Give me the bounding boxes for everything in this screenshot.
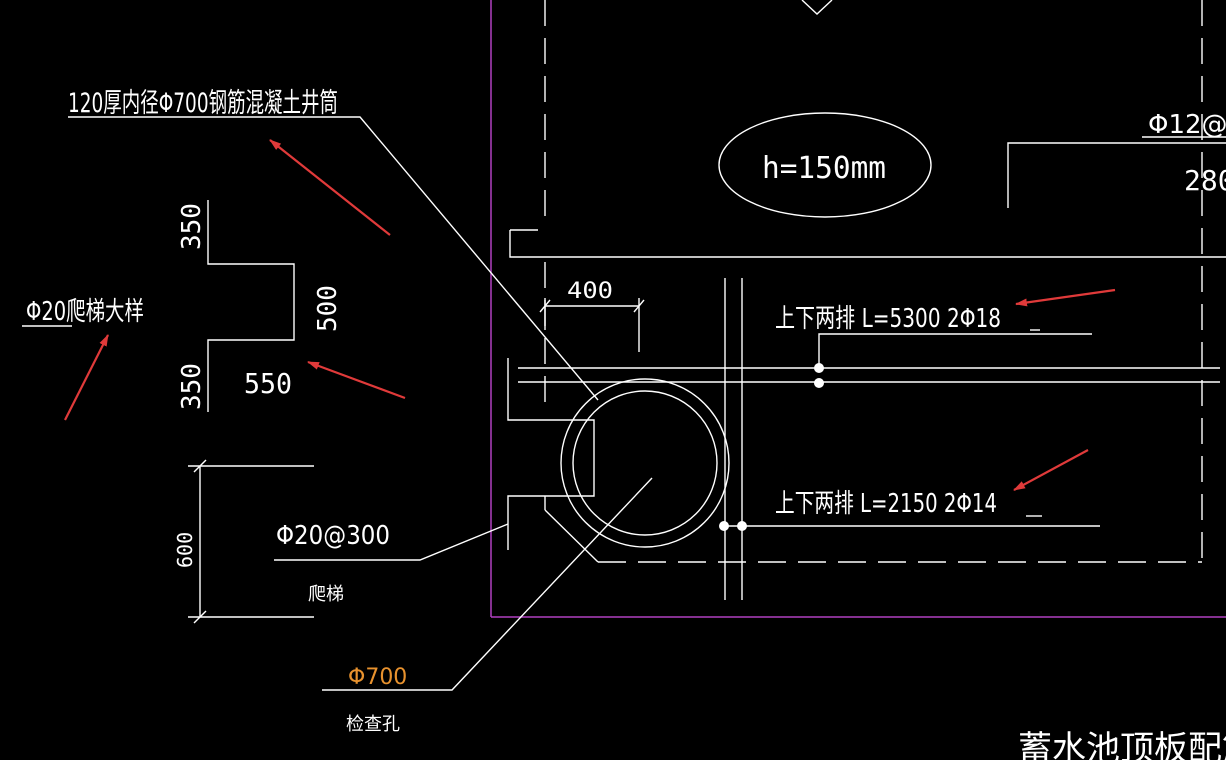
dim-400: 400 <box>567 279 613 304</box>
drawing-title: 蓄水池顶板配筋 <box>1018 729 1226 760</box>
thickness-label: h=150mm <box>762 151 886 186</box>
ladder-name: 爬梯 <box>308 584 344 605</box>
dim-350-bottom: 350 <box>177 363 207 410</box>
slab-frame <box>490 0 1226 618</box>
rebar-right-label: Φ12@1 <box>1148 110 1226 140</box>
hole-dia: Φ700 <box>348 665 407 690</box>
red-arrows <box>64 139 1116 491</box>
dim-550: 550 <box>244 367 292 400</box>
rebar-bottom-label: 上下两排 L=2150 2Φ14 <box>775 489 997 519</box>
rebar-dots <box>719 363 824 531</box>
rebar-top-label: 上下两排 L=5300 2Φ18 <box>775 304 1001 334</box>
thickness-ellipse <box>718 112 932 218</box>
hole-name: 检查孔 <box>346 714 400 735</box>
right-number: 280 <box>1184 164 1226 197</box>
ladder-title: Φ20爬梯大样 <box>26 297 144 327</box>
slab-lines <box>22 0 1226 691</box>
dim-350-top: 350 <box>177 203 207 250</box>
dim-500: 500 <box>313 285 343 332</box>
well-note: 120厚内径Φ700钢筋混凝土井筒 <box>68 88 338 119</box>
ladder-bar: Φ20@300 <box>276 521 390 551</box>
dim-600: 600 <box>173 532 197 568</box>
